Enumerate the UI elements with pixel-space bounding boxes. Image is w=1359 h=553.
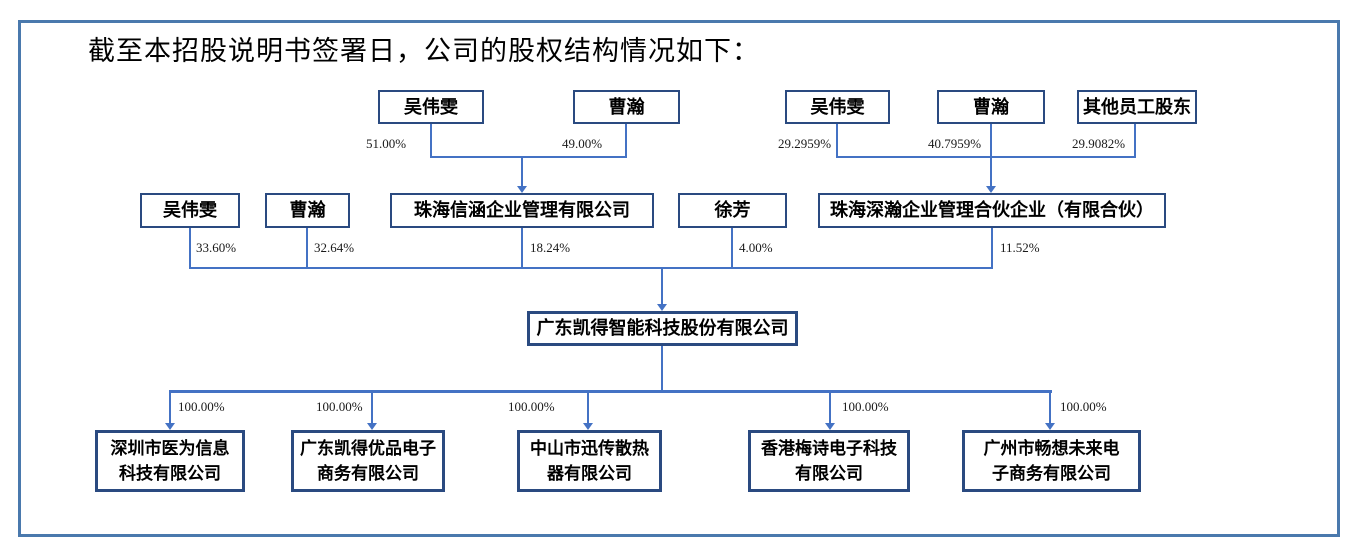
- arrow-down-icon: [367, 423, 377, 430]
- arrow-down-icon: [657, 304, 667, 311]
- connector-vline: [731, 228, 733, 269]
- connector-vline: [430, 124, 432, 158]
- connector-hline: [189, 267, 993, 269]
- arrow-down-icon: [1045, 423, 1055, 430]
- connector-vline: [521, 156, 523, 187]
- caption-title: 截至本招股说明书签署日，公司的股权结构情况如下：: [88, 36, 760, 66]
- connector-vline: [587, 392, 589, 423]
- ownership-percentage: 100.00%: [1060, 399, 1107, 414]
- ownership-percentage: 40.7959%: [928, 136, 982, 151]
- shareholder-box: 吴伟雯: [140, 193, 240, 228]
- shareholder-box: 徐芳: [678, 193, 787, 228]
- arrow-down-icon: [986, 186, 996, 193]
- ownership-percentage: 49.00%: [562, 136, 603, 151]
- shareholder-box: 曹瀚: [265, 193, 350, 228]
- connector-vline: [189, 228, 191, 269]
- subsidiary-box: 深圳市医为信息科技有限公司: [95, 430, 245, 492]
- connector-vline: [991, 228, 993, 269]
- shareholder-box: 吴伟雯: [785, 90, 890, 124]
- connector-vline: [371, 392, 373, 423]
- ownership-percentage: 100.00%: [316, 399, 363, 414]
- issuer-company-box: 广东凯得智能科技股份有限公司: [527, 311, 798, 346]
- arrow-down-icon: [583, 423, 593, 430]
- connector-vline: [829, 392, 831, 423]
- ownership-percentage: 100.00%: [178, 399, 225, 414]
- subsidiary-box: 广州市畅想未来电子商务有限公司: [962, 430, 1141, 492]
- connector-vline: [1134, 124, 1136, 158]
- ownership-percentage: 4.00%: [739, 240, 773, 255]
- holding-company-box: 珠海信涵企业管理有限公司: [390, 193, 654, 228]
- subsidiary-box: 中山市迅传散热器有限公司: [517, 430, 662, 492]
- arrow-down-icon: [165, 423, 175, 430]
- connector-vline: [169, 392, 171, 423]
- ownership-percentage: 32.64%: [314, 240, 355, 255]
- ownership-percentage: 29.9082%: [1072, 136, 1126, 151]
- ownership-percentage: 100.00%: [508, 399, 555, 414]
- arrow-down-icon: [517, 186, 527, 193]
- shareholder-box: 曹瀚: [937, 90, 1045, 124]
- connector-vline: [306, 228, 308, 269]
- shareholder-box: 吴伟雯: [378, 90, 484, 124]
- ownership-percentage: 51.00%: [366, 136, 407, 151]
- ownership-percentage: 18.24%: [530, 240, 571, 255]
- ownership-percentage: 100.00%: [842, 399, 889, 414]
- connector-vline: [990, 124, 992, 158]
- holding-company-box: 珠海深瀚企业管理合伙企业（有限合伙）: [818, 193, 1166, 228]
- connector-vline: [661, 267, 663, 304]
- connector-hline: [169, 390, 1052, 393]
- connector-hline: [430, 156, 627, 158]
- shareholder-box: 曹瀚: [573, 90, 680, 124]
- ownership-percentage: 33.60%: [196, 240, 237, 255]
- shareholder-box: 其他员工股东: [1077, 90, 1197, 124]
- arrow-down-icon: [825, 423, 835, 430]
- connector-vline: [661, 346, 663, 392]
- ownership-percentage: 29.2959%: [778, 136, 832, 151]
- subsidiary-box: 香港梅诗电子科技有限公司: [748, 430, 910, 492]
- connector-vline: [990, 156, 992, 187]
- connector-hline: [836, 156, 1136, 158]
- connector-vline: [1049, 392, 1051, 423]
- connector-vline: [836, 124, 838, 158]
- subsidiary-box: 广东凯得优品电子商务有限公司: [291, 430, 445, 492]
- connector-vline: [625, 124, 627, 158]
- connector-vline: [521, 228, 523, 269]
- ownership-percentage: 11.52%: [1000, 240, 1040, 255]
